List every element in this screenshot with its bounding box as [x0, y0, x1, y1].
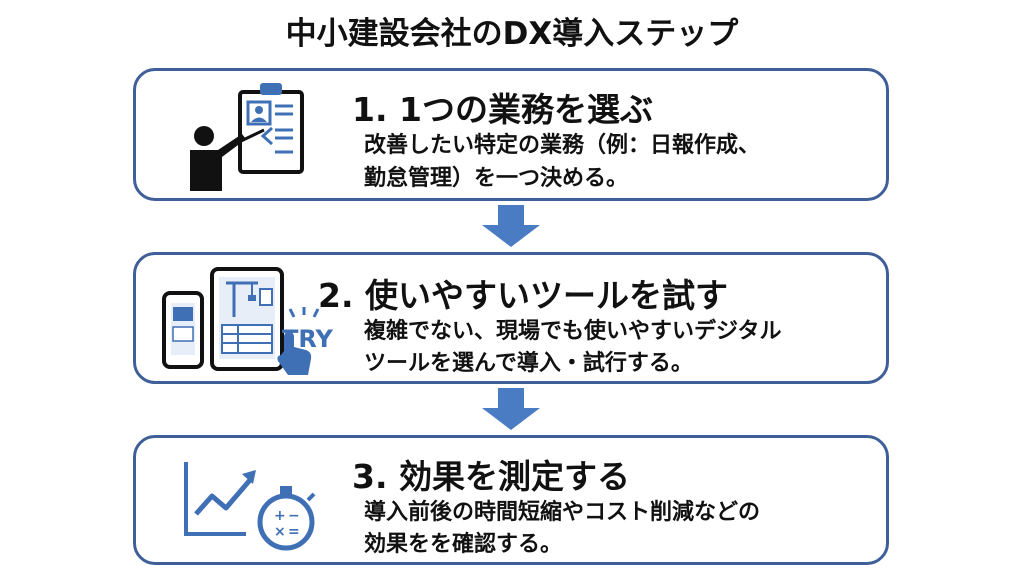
step-2-description-line1: 複雑でない、現場でも使いやすいデジタル — [364, 319, 782, 344]
step-1-description-line1: 改善したい特定の業務（例：日報作成、 — [364, 133, 761, 158]
step-1-description-line2: 勤怠管理）を一つ決める。 — [364, 166, 629, 191]
step-3-description-line1: 導入前後の時間短縮やコスト削減などの — [364, 500, 761, 525]
svg-text:=: = — [288, 524, 300, 540]
svg-text:−: − — [288, 508, 300, 524]
step-1-heading: 1. 1つの業務を選ぶ — [352, 90, 653, 129]
diagram-title: 中小建設会社のDX導入ステップ — [285, 16, 739, 52]
svg-text:×: × — [274, 524, 286, 540]
step-2-heading: 2. 使いやすいツールを試す — [318, 276, 728, 315]
svg-text:+: + — [274, 508, 286, 524]
step-2-description-line2: ツールを選んで導入・試行する。 — [364, 351, 693, 376]
try-badge: TRY — [282, 325, 333, 353]
step-2-box: TRY 2. 使いやすいツールを試す 複雑でない、現場でも使いやすいデジタル ツ… — [133, 252, 889, 384]
step-3-heading: 3. 効果を測定する — [352, 457, 630, 496]
step-1-box: 1. 1つの業務を選ぶ 改善したい特定の業務（例：日報作成、 勤怠管理）を一つ決… — [133, 68, 889, 201]
down-arrow-icon — [482, 388, 540, 430]
devices-try-icon — [162, 267, 320, 375]
down-arrow-icon — [482, 205, 540, 247]
step-3-box: + − × = 3. 効果を測定する 導入前後の時間短縮やコスト削減などの 効果… — [133, 435, 889, 565]
step-3-description-line2: 効果をを確認する。 — [364, 532, 563, 557]
presenter-clipboard-icon — [190, 83, 304, 191]
chart-stopwatch-icon: + − × = — [184, 462, 316, 551]
